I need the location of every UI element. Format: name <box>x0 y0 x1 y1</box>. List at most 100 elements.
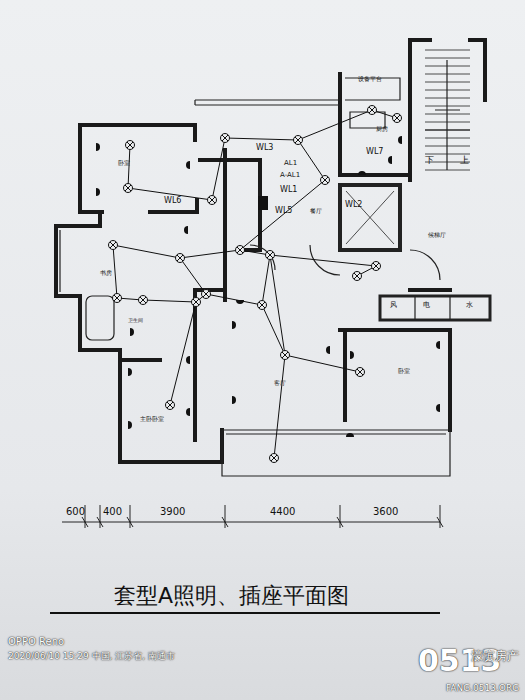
lamp-circle <box>166 401 175 410</box>
wire <box>270 255 285 355</box>
lamp-symbol <box>321 176 330 185</box>
lamp-symbol <box>109 241 118 250</box>
stair-tread <box>447 90 470 91</box>
socket-symbol <box>186 408 190 416</box>
lamp-cross <box>209 197 215 203</box>
socket-symbol <box>326 346 330 354</box>
stair-treads <box>425 50 470 170</box>
lamp-circle <box>236 246 245 255</box>
watermark: 2020/06/10 15:29 中国, 江苏省, 南通市 <box>8 652 175 662</box>
lamp-cross <box>114 295 120 301</box>
panel-label: A-AL1 <box>280 172 300 180</box>
lamp-cross <box>125 185 131 191</box>
stair-tread <box>447 170 470 171</box>
lamp-circle <box>393 114 402 123</box>
circuit-label: WL2 <box>345 201 362 210</box>
stair-tread <box>447 114 470 115</box>
stair-tread <box>425 138 447 139</box>
wire <box>225 138 298 140</box>
lamp-symbol <box>356 368 365 377</box>
stair-tread <box>425 58 447 59</box>
wire <box>180 258 206 294</box>
lamp-symbol <box>192 298 201 307</box>
lamp-symbol <box>258 301 267 310</box>
lamp-symbol <box>139 296 148 305</box>
stair-mark: 上 <box>460 156 469 166</box>
lamp-circle <box>109 241 118 250</box>
lamp-circle <box>221 134 230 143</box>
stair-tread <box>447 146 470 147</box>
stair-tread <box>425 130 447 131</box>
lamp-symbol <box>266 251 275 260</box>
dimension-line <box>62 505 443 528</box>
wire <box>270 255 376 266</box>
dimension: 4400 <box>270 506 295 517</box>
lamp-circle <box>124 184 133 193</box>
walls <box>56 40 485 462</box>
socket-symbol <box>96 143 100 151</box>
lamp-cross <box>127 142 133 148</box>
lamp-circle <box>368 106 377 115</box>
wire <box>113 245 117 298</box>
wire <box>240 180 325 250</box>
lamp-symbol <box>126 141 135 150</box>
lamp-cross <box>354 273 360 279</box>
socket-symbol <box>186 161 190 169</box>
wire <box>262 255 270 305</box>
dimension: 400 <box>103 506 122 517</box>
panel-label: AL1 <box>284 160 297 168</box>
wire <box>170 302 196 405</box>
socket-symbol <box>96 188 100 196</box>
stair-tread <box>425 122 447 123</box>
lamp-symbol <box>176 254 185 263</box>
socket-symbol <box>128 368 132 376</box>
socket-symbol <box>436 341 440 349</box>
wire <box>113 245 180 258</box>
socket-symbol <box>232 396 236 404</box>
thin-lines <box>56 60 490 476</box>
stair-tread <box>425 50 447 51</box>
stair-tread <box>425 82 447 83</box>
lamp-cross <box>110 242 116 248</box>
wire <box>212 138 225 200</box>
dimension: 600 <box>66 506 85 517</box>
wire <box>143 300 196 302</box>
socket-symbol <box>236 300 244 304</box>
room-name: 主卧卧室 <box>140 416 164 423</box>
lamp-cross <box>267 252 273 258</box>
lamp-cross <box>259 302 265 308</box>
lamp-circle <box>294 136 303 145</box>
lamp-circle <box>202 290 211 299</box>
socket-symbol <box>186 356 190 364</box>
lamp-circle <box>353 272 362 281</box>
lamp-cross <box>322 177 328 183</box>
watermark: FANG.0513.ORG <box>446 684 519 694</box>
wire <box>274 355 285 458</box>
stair-tread <box>447 98 470 99</box>
lamp-circle <box>176 254 185 263</box>
room-name: 设备平台 <box>358 76 382 83</box>
circuit-label: WL7 <box>366 148 383 157</box>
title-underline <box>50 612 440 614</box>
lamp-circle <box>281 351 290 360</box>
lamp-cross <box>193 299 199 305</box>
lamp-cross <box>357 369 363 375</box>
stair-tread <box>425 146 447 147</box>
lamp-cross <box>203 291 209 297</box>
socket-symbol <box>436 404 440 412</box>
room-name: 书房 <box>100 270 112 277</box>
lamp-circle <box>208 196 217 205</box>
lamp-symbol <box>294 136 303 145</box>
lamp-circle <box>321 176 330 185</box>
stair-tread <box>447 130 470 131</box>
lamp-symbol <box>113 294 122 303</box>
well-label: 水 <box>466 302 473 310</box>
socket-symbol <box>232 321 236 329</box>
lamp-symbol <box>236 246 245 255</box>
stair-tread <box>425 154 447 155</box>
wire <box>206 294 262 305</box>
lamp-symbol <box>202 290 211 299</box>
drawing-title: 套型A照明、插座平面图 <box>114 584 349 608</box>
stair-tread <box>447 154 470 155</box>
room-name: 客厅 <box>274 380 286 387</box>
